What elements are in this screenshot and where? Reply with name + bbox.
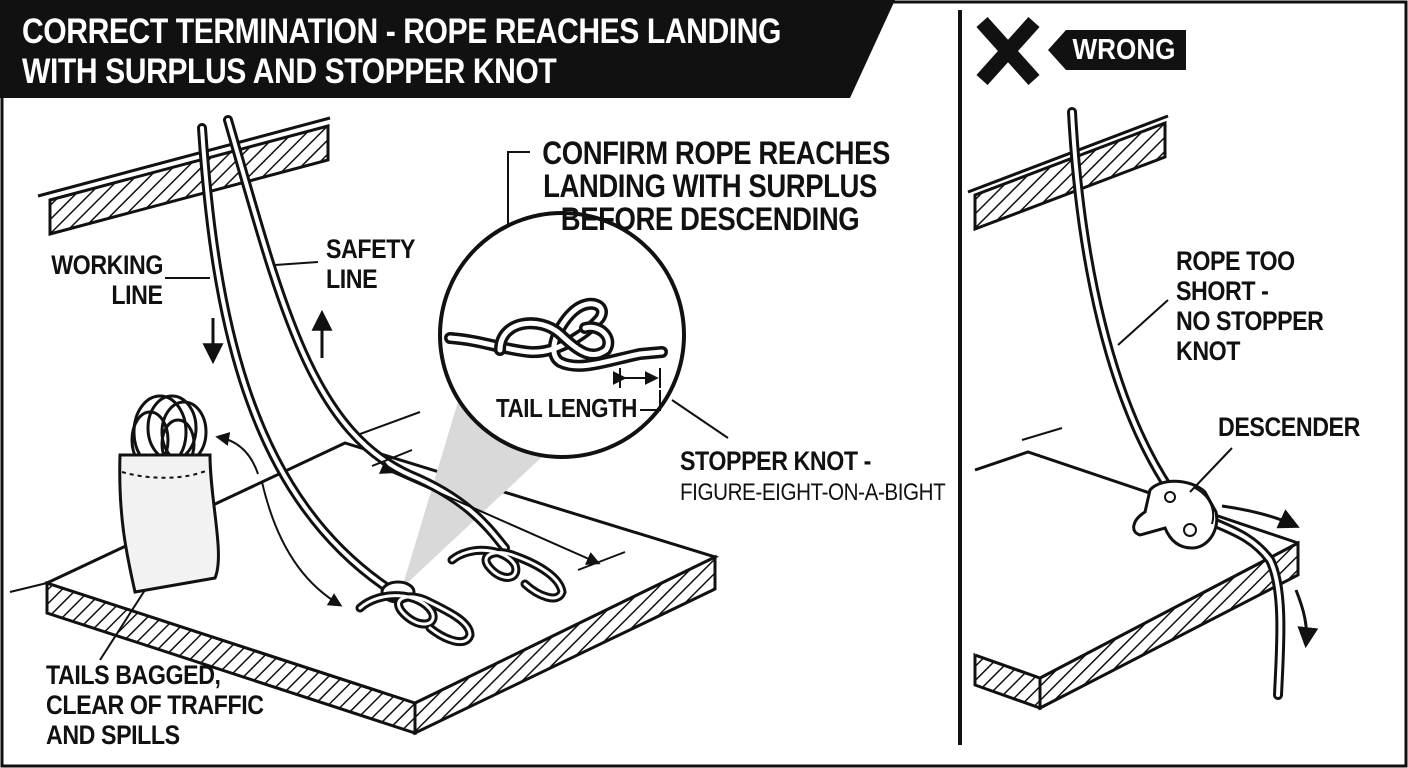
- ceiling-beam: [37, 116, 331, 236]
- landing-slab-right: [973, 427, 1300, 711]
- rope-too-short-label-3: NO STOPPER: [1176, 306, 1324, 336]
- title-banner: [0, 0, 895, 98]
- tails-bagged-label-1: TAILS BAGGED,: [46, 660, 221, 690]
- lower-curve-arrow: [261, 481, 343, 607]
- working-line-label-2: LINE: [111, 280, 164, 310]
- tails-bagged-leader: [99, 589, 146, 661]
- stopper-knot-label-1: STOPPER KNOT -: [680, 446, 871, 476]
- rope-too-short-label-4: KNOT: [1176, 336, 1241, 366]
- ceiling-beam-right: [967, 114, 1169, 232]
- knot-detail-circle: [438, 211, 686, 459]
- safety-line-label-2: LINE: [326, 264, 378, 294]
- tails-bagged-label-2: CLEAR OF TRAFFIC: [46, 690, 264, 720]
- figure-eight-knot-front: [355, 580, 475, 647]
- working-line-label-1: WORKING: [51, 250, 163, 280]
- surplus-dimension: [371, 449, 626, 571]
- bag-curve-arrow: [215, 432, 259, 475]
- wrong-tag-bg: [1048, 30, 1186, 70]
- slip-arrow-down: [1294, 589, 1319, 649]
- x-mark-icon: [976, 16, 1040, 86]
- safety-line-leader: [274, 261, 319, 266]
- title-line-1: CORRECT TERMINATION - ROPE REACHES LANDI…: [22, 12, 781, 51]
- descender-device: [1132, 479, 1219, 550]
- stopper-knot-label-2: FIGURE-EIGHT-ON-A-BIGHT: [680, 479, 946, 506]
- rope-too-short-leader: [1117, 299, 1169, 346]
- confirm-label-3: BEFORE DESCENDING: [560, 201, 860, 237]
- confirm-label-1: CONFIRM ROPE REACHES: [542, 135, 890, 171]
- rope-too-short-label-2: SHORT -: [1176, 276, 1269, 306]
- tails-bagged-label-3: AND SPILLS: [46, 720, 180, 750]
- working-line-rope: [197, 123, 400, 598]
- wrong-label: WRONG: [1072, 34, 1176, 66]
- tail-length-label: TAIL LENGTH: [496, 393, 638, 423]
- title-line-2: WITH SURPLUS AND STOPPER KNOT: [22, 52, 557, 91]
- rope-bag: [118, 394, 220, 594]
- confirm-label-2: LANDING WITH SURPLUS: [543, 168, 877, 204]
- descender-leader: [1189, 447, 1233, 493]
- rope-too-short-label-1: ROPE TOO: [1176, 246, 1295, 276]
- stopper-knot-leader: [671, 399, 729, 439]
- slip-arrow-right: [1221, 504, 1300, 529]
- safety-line-label-1: SAFETY: [326, 234, 416, 264]
- descender-label: DESCENDER: [1218, 412, 1360, 442]
